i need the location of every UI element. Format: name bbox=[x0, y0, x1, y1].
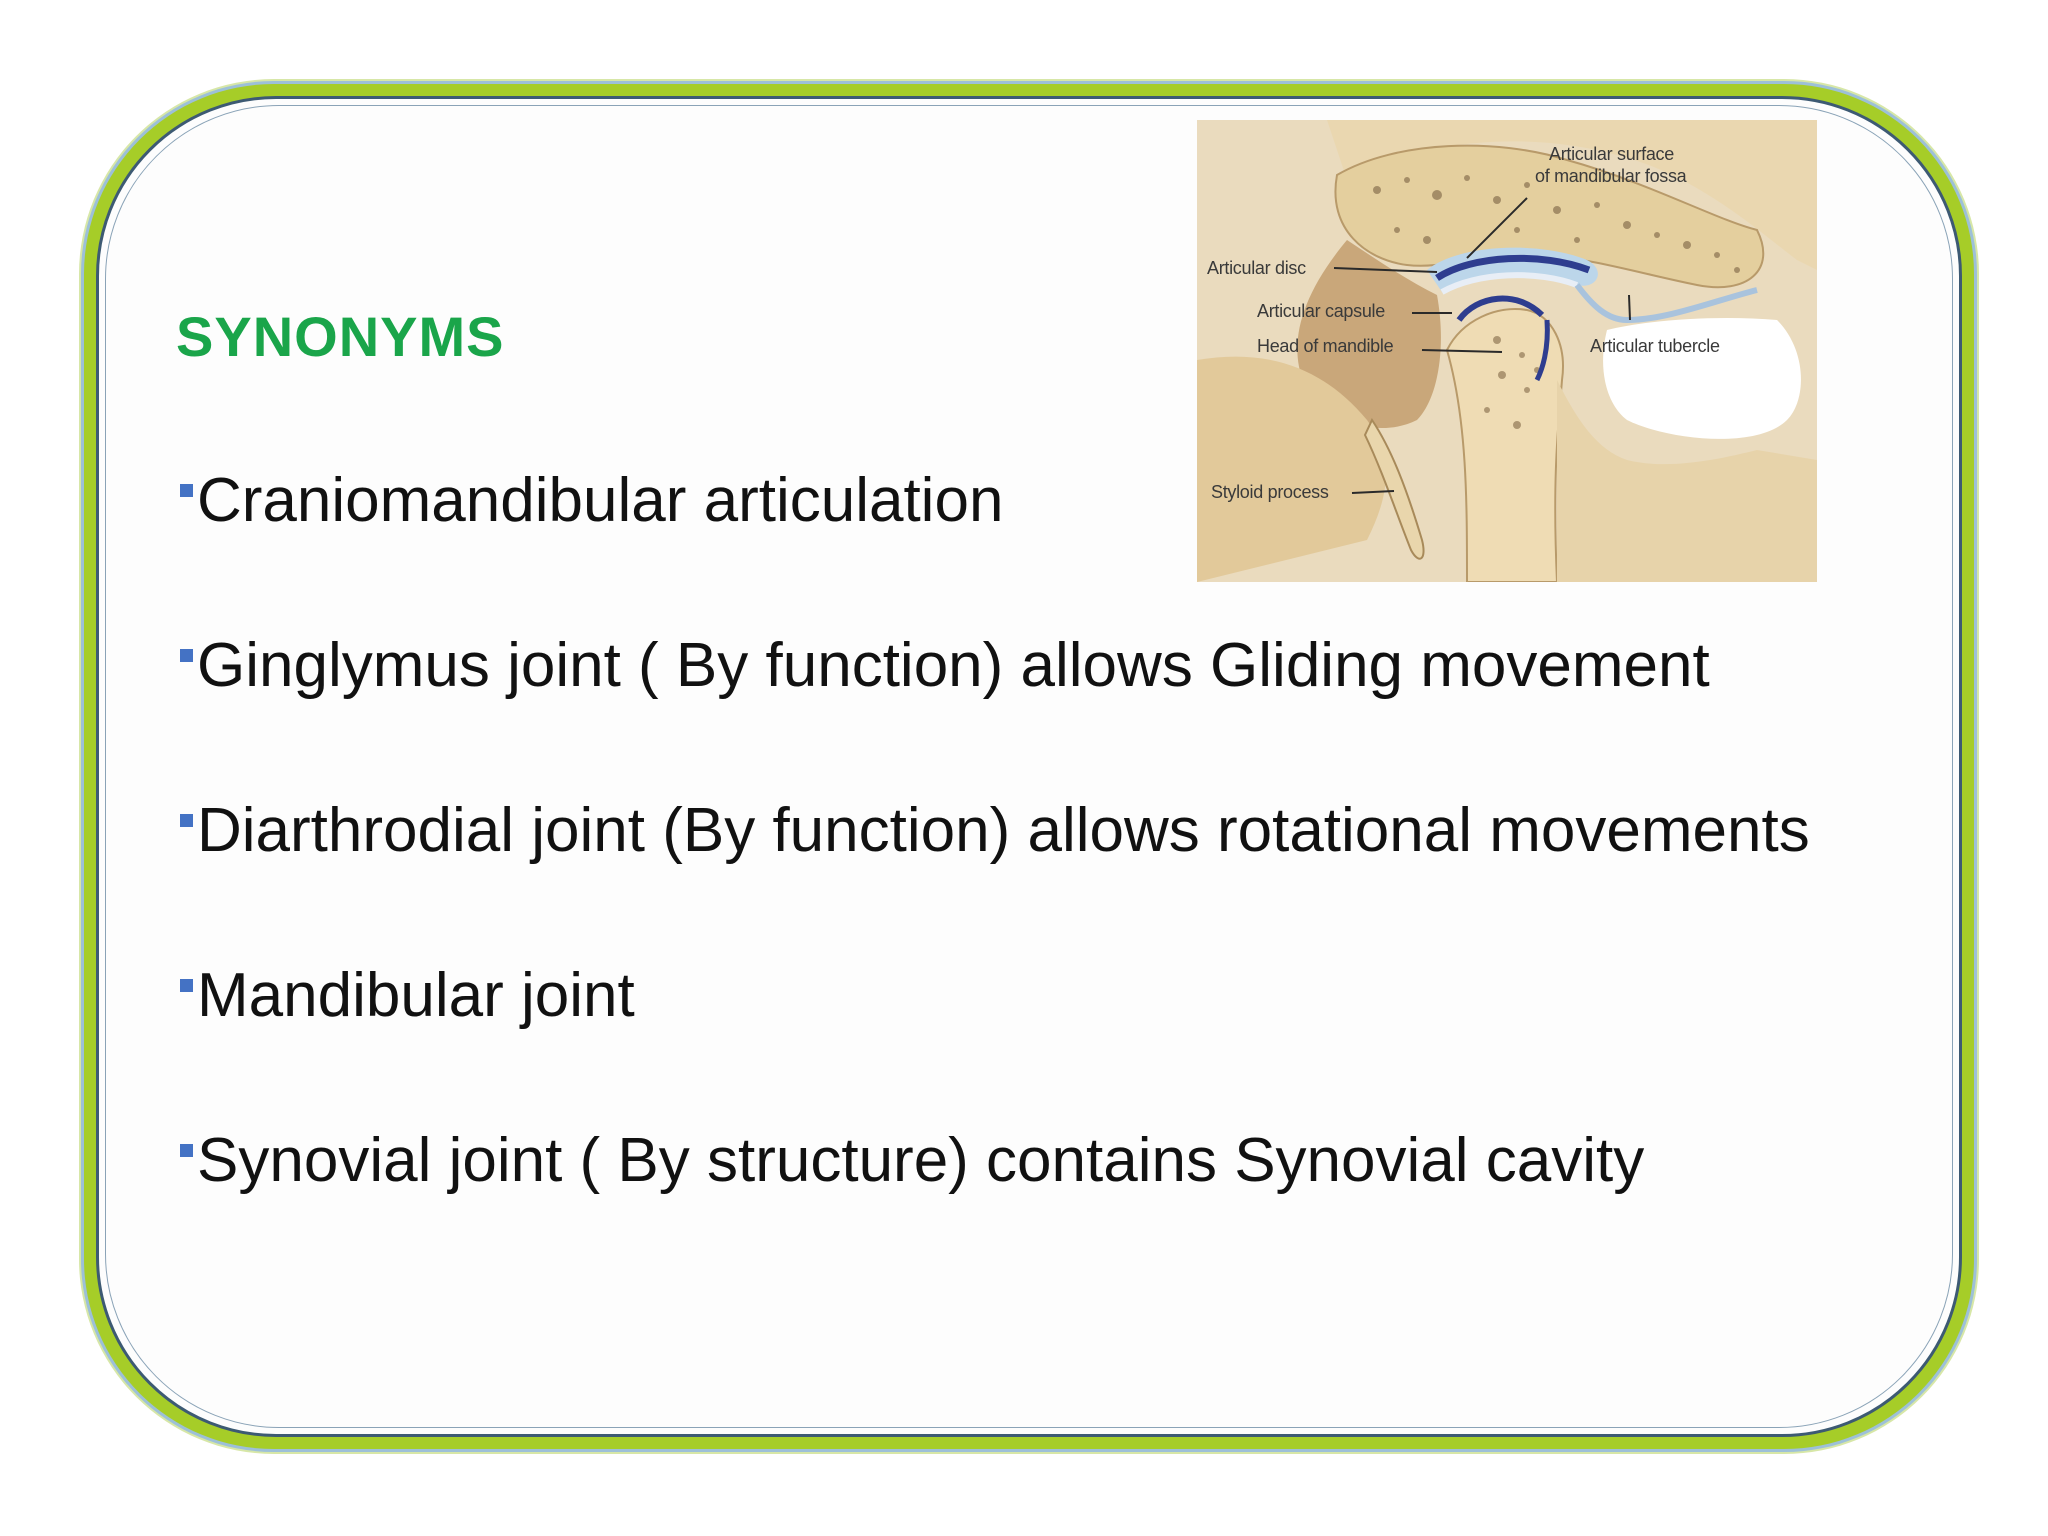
bullet-text: Mandibular joint bbox=[197, 961, 635, 1030]
label-articular-tubercle: Articular tubercle bbox=[1590, 336, 1720, 356]
label-mandibular-fossa: of mandibular fossa bbox=[1535, 166, 1687, 186]
label-styloid-process: Styloid process bbox=[1211, 482, 1329, 502]
label-articular-capsule: Articular capsule bbox=[1257, 301, 1385, 321]
tmj-anatomy-illustration bbox=[1197, 120, 1817, 582]
square-bullet-icon bbox=[180, 979, 193, 992]
bullet-text: Diarthrodial joint (By function) allows … bbox=[197, 796, 1810, 865]
bullet-item: Craniomandibular articulation bbox=[180, 470, 1810, 635]
bullet-item: Diarthrodial joint (By function) allows … bbox=[180, 800, 1810, 965]
square-bullet-icon bbox=[180, 1144, 193, 1157]
tmj-anatomy-figure: Articular surface of mandibular fossa Ar… bbox=[1197, 120, 1817, 582]
label-head-of-mandible: Head of mandible bbox=[1257, 336, 1394, 356]
bullet-item: Ginglymus joint ( By function) allows Gl… bbox=[180, 635, 1810, 800]
bullet-item: Mandibular joint bbox=[180, 965, 1810, 1130]
bullet-text: Ginglymus joint ( By function) allows Gl… bbox=[197, 631, 1710, 700]
bullet-list: Craniomandibular articulation Ginglymus … bbox=[180, 470, 1810, 1295]
bullet-text: Craniomandibular articulation bbox=[197, 466, 1004, 535]
square-bullet-icon bbox=[180, 649, 193, 662]
bullet-text: Synovial joint ( By structure) contains … bbox=[197, 1126, 1645, 1195]
square-bullet-icon bbox=[180, 814, 193, 827]
slide-title: SYNONYMS bbox=[176, 305, 505, 368]
label-articular-surface: Articular surface bbox=[1549, 144, 1674, 164]
label-articular-disc: Articular disc bbox=[1207, 258, 1306, 278]
bullet-item: Synovial joint ( By structure) contains … bbox=[180, 1130, 1810, 1295]
square-bullet-icon bbox=[180, 484, 193, 497]
